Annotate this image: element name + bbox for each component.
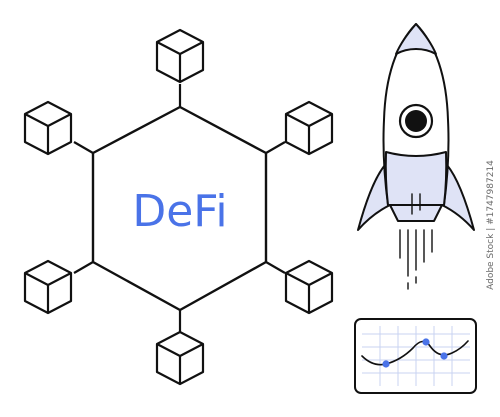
cube-icon: [284, 100, 334, 156]
cube-icon: [155, 28, 205, 84]
cube-icon: [155, 330, 205, 386]
cube-icon: [23, 259, 73, 315]
defi-hexagon-hub: [91, 105, 268, 312]
hub-connectors: [73, 84, 286, 332]
stock-id-watermark: Adobe Stock | #1747987214: [484, 40, 498, 410]
cube-icon: [23, 100, 73, 156]
chart-point: [422, 338, 430, 346]
stock-id-text: Adobe Stock | #1747987214: [486, 160, 496, 290]
cube-icon: [284, 259, 334, 315]
rocket-exhaust-lines: [399, 193, 433, 290]
chart-point: [440, 352, 448, 360]
defi-label: DeFi: [132, 186, 227, 237]
line-chart-icon: [354, 318, 477, 394]
chart-point: [382, 360, 390, 368]
chart-grid: [362, 326, 470, 386]
rocket-icon: [357, 23, 475, 231]
